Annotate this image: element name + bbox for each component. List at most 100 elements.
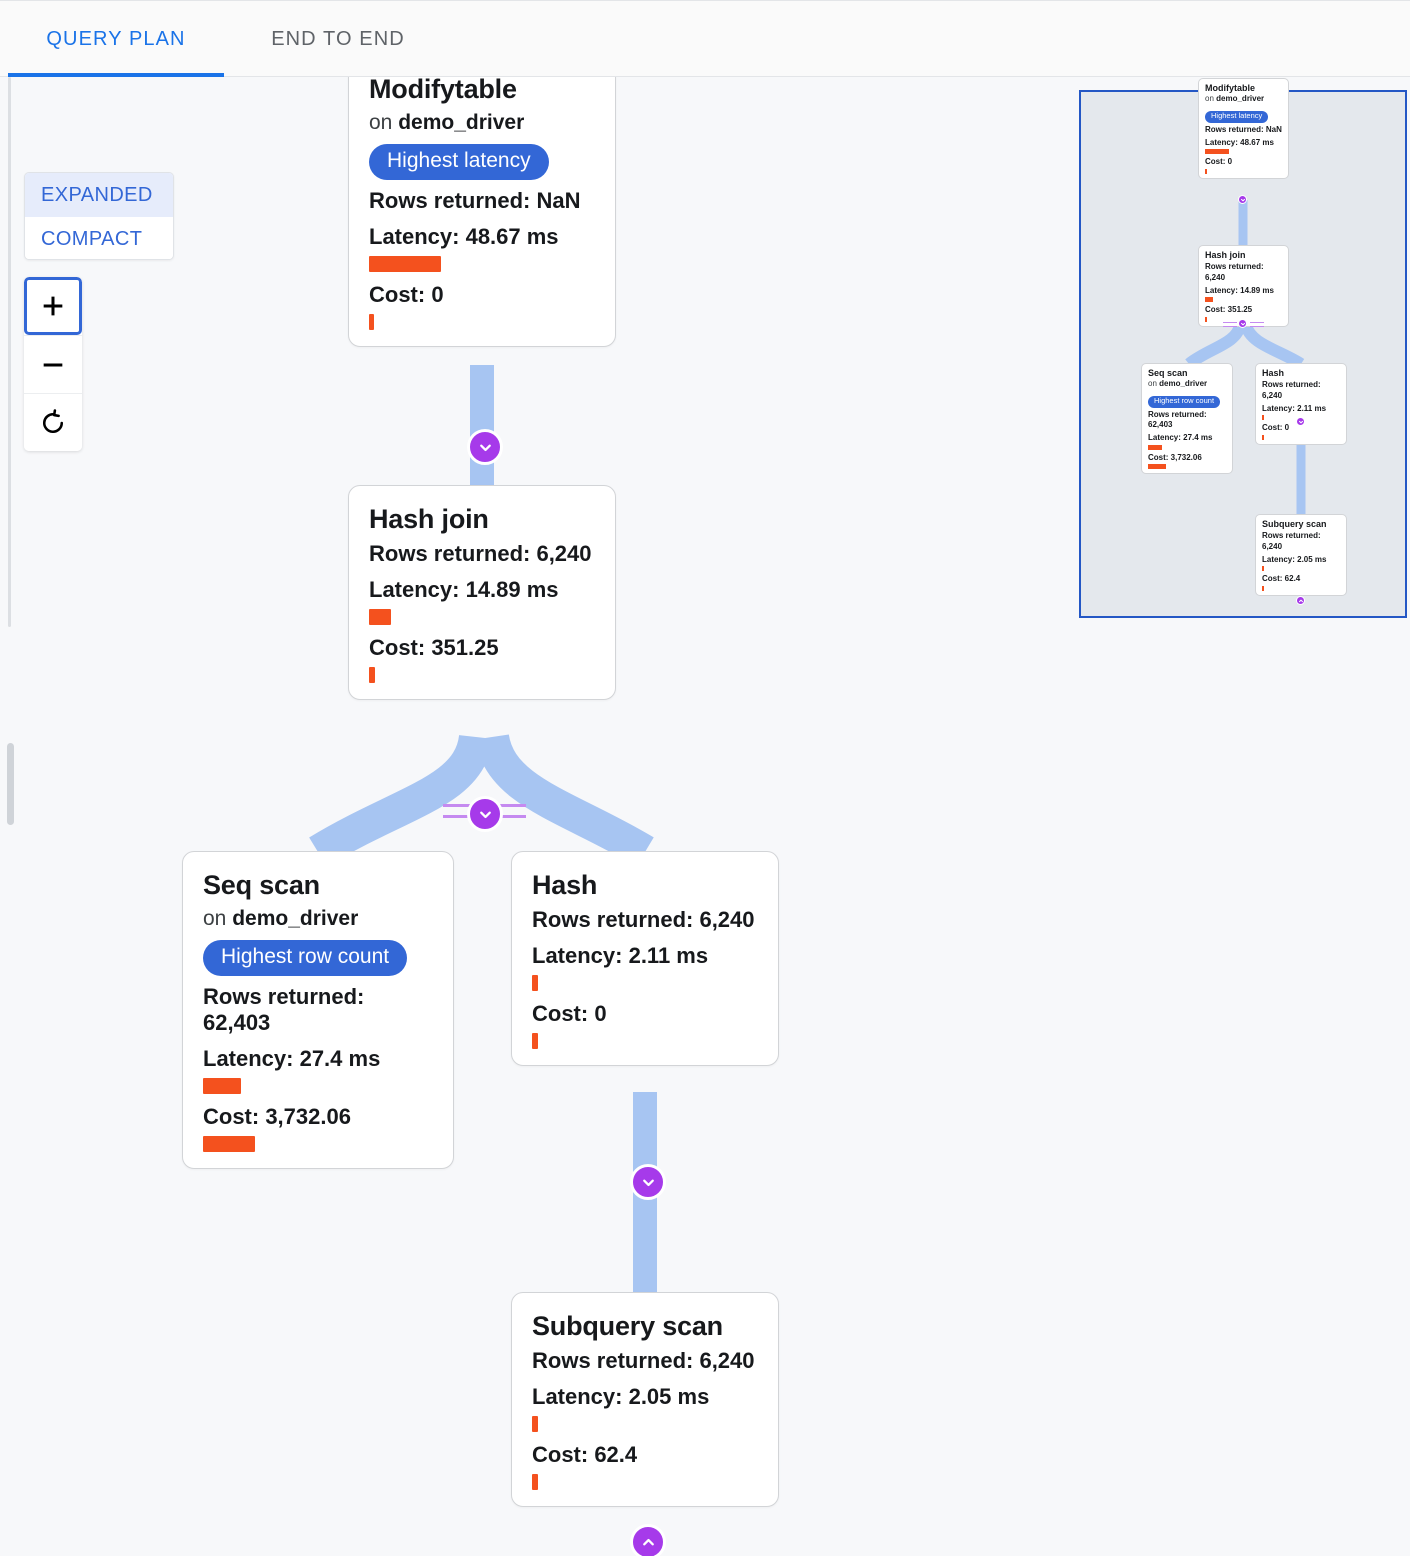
reset-icon bbox=[43, 408, 64, 433]
node-cost-bar bbox=[532, 1033, 538, 1050]
node-latency: Latency: 48.67 ms bbox=[369, 224, 559, 250]
node-badge: Highest row count bbox=[203, 940, 408, 977]
minimap-latency-bar bbox=[1262, 415, 1264, 421]
expand-toggle-subquery-scan[interactable] bbox=[630, 1524, 666, 1556]
minimap-node-relation: on demo_driver bbox=[1148, 379, 1226, 389]
node-relation-name: demo_driver bbox=[398, 111, 525, 135]
view-mode-compact[interactable]: COMPACT bbox=[25, 217, 173, 259]
plan-minimap[interactable]: Modifytable on demo_driver Highest laten… bbox=[1079, 78, 1407, 618]
minimap-latency-bar bbox=[1262, 566, 1264, 572]
node-relation-name: demo_driver bbox=[232, 907, 359, 931]
collapse-toggle-hash[interactable] bbox=[630, 1164, 666, 1200]
canvas-scrollbar-thumb[interactable] bbox=[7, 743, 14, 825]
node-latency-bar bbox=[532, 1416, 538, 1433]
node-title: Modifytable bbox=[369, 77, 517, 104]
plus-icon bbox=[43, 296, 63, 316]
tab-query-plan-label: QUERY PLAN bbox=[46, 27, 186, 50]
minimap-collapse-hash-join[interactable] bbox=[1238, 319, 1247, 328]
chevron-down-icon bbox=[1240, 322, 1245, 325]
minimap-cost-bar bbox=[1148, 464, 1166, 470]
minimap-edge-stub-right2 bbox=[1250, 326, 1264, 327]
node-latency-bar bbox=[369, 256, 441, 273]
zoom-controls[interactable] bbox=[24, 277, 82, 451]
node-latency: Latency: 14.89 ms bbox=[369, 577, 559, 603]
node-title: Hash join bbox=[369, 504, 489, 534]
node-title: Hash bbox=[532, 870, 598, 900]
minimap-node-rows: Rows returned: 6,240 bbox=[1205, 262, 1264, 282]
view-mode-compact-label: COMPACT bbox=[41, 227, 143, 250]
tab-end-to-end-label: END TO END bbox=[271, 27, 405, 50]
minimap-relation-name: demo_driver bbox=[1159, 379, 1208, 389]
minimap-edge-stub-left2 bbox=[1223, 326, 1237, 327]
minimap-relation-prefix: on bbox=[1205, 94, 1214, 104]
node-cost: Cost: 62.4 bbox=[532, 1442, 638, 1468]
minimap-node-latency: Latency: 48.67 ms bbox=[1205, 137, 1274, 147]
minimap-node-title: Seq scan bbox=[1148, 368, 1188, 378]
zoom-reset-button[interactable] bbox=[24, 393, 82, 451]
chevron-down-icon bbox=[1240, 198, 1245, 201]
minimap-collapse-hash[interactable] bbox=[1296, 417, 1305, 426]
zoom-in-button[interactable] bbox=[24, 277, 82, 335]
plan-node-seq-scan[interactable]: Seq scan on demo_driver Highest row coun… bbox=[182, 851, 454, 1170]
minimap-latency-bar bbox=[1205, 297, 1213, 303]
minimap-node-title: Subquery scan bbox=[1262, 519, 1327, 529]
view-mode-toggle[interactable]: EXPANDED COMPACT bbox=[24, 172, 174, 260]
minimap-node-rows: Rows returned: 6,240 bbox=[1262, 531, 1321, 551]
minimap-node-latency: Latency: 2.05 ms bbox=[1262, 555, 1327, 565]
node-rows: Rows returned: NaN bbox=[369, 188, 581, 214]
node-rows: Rows returned: 6,240 bbox=[532, 1348, 755, 1374]
minimap-node-title: Hash join bbox=[1205, 250, 1246, 260]
node-cost: Cost: 351.25 bbox=[369, 635, 499, 661]
canvas-scroll-track[interactable] bbox=[8, 77, 11, 627]
query-plan-canvas[interactable]: Modifytable on demo_driver Highest laten… bbox=[0, 77, 1410, 1556]
minimap-node-badge: Highest latency bbox=[1205, 110, 1269, 123]
node-rows: Rows returned: 62,403 bbox=[203, 984, 365, 1036]
node-rows: Rows returned: 6,240 bbox=[369, 541, 592, 567]
minimap-cost-bar bbox=[1262, 434, 1264, 440]
chevron-down-icon bbox=[642, 1179, 654, 1186]
node-badge: Highest latency bbox=[369, 144, 549, 181]
minimap-node-rows: Rows returned: NaN bbox=[1205, 124, 1282, 134]
node-latency-bar bbox=[203, 1078, 241, 1095]
tab-query-plan[interactable]: QUERY PLAN bbox=[8, 1, 224, 77]
minimap-node-cost: Cost: 3,732.06 bbox=[1148, 452, 1202, 462]
tab-end-to-end[interactable]: END TO END bbox=[232, 1, 444, 77]
minimap-node-hash[interactable]: Hash Rows returned: 6,240 Latency: 2.11 … bbox=[1255, 363, 1347, 445]
view-mode-expanded[interactable]: EXPANDED bbox=[25, 173, 173, 217]
minimap-latency-bar bbox=[1205, 149, 1229, 155]
view-mode-expanded-label: EXPANDED bbox=[41, 183, 153, 206]
minimap-expand-subquery-scan[interactable] bbox=[1296, 596, 1305, 605]
plan-node-subquery-scan[interactable]: Subquery scan Rows returned: 6,240 Laten… bbox=[511, 1292, 779, 1508]
minimap-node-cost: Cost: 0 bbox=[1262, 423, 1290, 433]
node-cost: Cost: 3,732.06 bbox=[203, 1104, 351, 1130]
minimap-node-seq-scan[interactable]: Seq scan on demo_driver Highest row coun… bbox=[1141, 363, 1233, 475]
minimap-node-subquery-scan[interactable]: Subquery scan Rows returned: 6,240 Laten… bbox=[1255, 514, 1347, 596]
node-cost: Cost: 0 bbox=[369, 282, 444, 308]
minimap-node-relation: on demo_driver bbox=[1205, 94, 1282, 104]
minimap-node-rows: Rows returned: 62,403 bbox=[1148, 409, 1207, 429]
collapse-toggle-modifytable[interactable] bbox=[467, 429, 503, 465]
collapse-toggle-hash-join[interactable] bbox=[467, 796, 503, 832]
node-relation-prefix: on bbox=[369, 111, 393, 135]
minimap-node-modifytable[interactable]: Modifytable on demo_driver Highest laten… bbox=[1198, 78, 1289, 179]
zoom-out-button[interactable] bbox=[24, 335, 82, 393]
node-title: Seq scan bbox=[203, 870, 320, 900]
minimap-cost-bar bbox=[1205, 168, 1207, 174]
minimap-node-title: Hash bbox=[1262, 368, 1285, 378]
plan-node-hash[interactable]: Hash Rows returned: 6,240 Latency: 2.11 … bbox=[511, 851, 779, 1067]
node-latency-bar bbox=[532, 975, 538, 992]
plan-node-modifytable[interactable]: Modifytable on demo_driver Highest laten… bbox=[348, 77, 616, 348]
node-relation: on demo_driver bbox=[369, 111, 595, 135]
minimap-node-latency: Latency: 14.89 ms bbox=[1205, 286, 1274, 296]
minimap-cost-bar bbox=[1205, 316, 1207, 322]
minimap-node-cost: Cost: 0 bbox=[1205, 157, 1233, 167]
minimap-cost-bar bbox=[1262, 585, 1264, 591]
minimap-node-hash-join[interactable]: Hash join Rows returned: 6,240 Latency: … bbox=[1198, 245, 1289, 327]
minimap-node-badge: Highest row count bbox=[1148, 395, 1221, 408]
minimap-collapse-modifytable[interactable] bbox=[1238, 195, 1247, 204]
minimap-edge-stub-right bbox=[1250, 322, 1264, 323]
node-relation: on demo_driver bbox=[203, 907, 433, 931]
minus-icon bbox=[43, 362, 63, 367]
minimap-node-latency: Latency: 2.11 ms bbox=[1262, 404, 1327, 414]
plan-node-hash-join[interactable]: Hash join Rows returned: 6,240 Latency: … bbox=[348, 485, 616, 701]
